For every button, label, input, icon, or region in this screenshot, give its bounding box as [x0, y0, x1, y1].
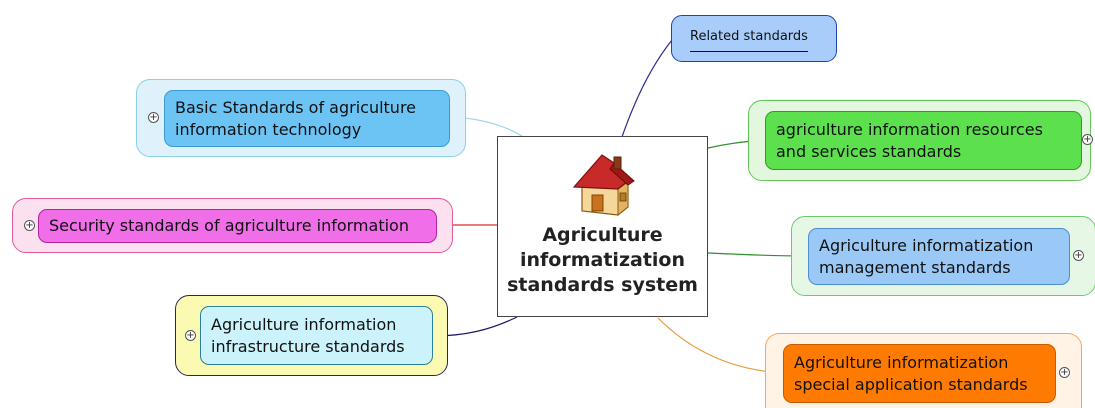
topic-label: Agriculture informatization special appl… — [794, 352, 1028, 394]
topic-label: agriculture information resources and se… — [776, 119, 1043, 161]
expand-toggle-icon[interactable]: + — [1082, 134, 1093, 145]
topic-security-standards[interactable]: Security standards of agriculture inform… — [38, 209, 437, 243]
topic-label: Basic Standards of agriculture informati… — [175, 97, 417, 139]
expand-toggle-icon[interactable]: + — [24, 220, 35, 231]
topic-resources-standards[interactable]: agriculture information resources and se… — [765, 111, 1082, 170]
topic-label: Agriculture information infrastructure s… — [211, 314, 405, 356]
expand-toggle-icon[interactable]: + — [1059, 367, 1070, 378]
house-icon — [572, 154, 635, 217]
topic-label: Related standards — [690, 26, 808, 52]
topic-infrastructure-standards[interactable]: Agriculture information infrastructure s… — [200, 306, 433, 365]
expand-toggle-icon[interactable]: + — [148, 112, 159, 123]
expand-toggle-icon[interactable]: + — [185, 330, 196, 341]
central-topic-title: Agriculture informatization standards sy… — [507, 224, 698, 296]
topic-label: Agriculture informatization management s… — [819, 235, 1034, 277]
central-topic[interactable]: Agriculture informatization standards sy… — [497, 136, 708, 317]
topic-basic-standards[interactable]: Basic Standards of agriculture informati… — [164, 90, 450, 147]
expand-toggle-icon[interactable]: + — [1073, 250, 1084, 261]
topic-label: Security standards of agriculture inform… — [49, 216, 409, 235]
topic-management-standards[interactable]: Agriculture informatization management s… — [808, 228, 1070, 285]
topic-application-standards[interactable]: Agriculture informatization special appl… — [783, 344, 1056, 403]
connector-related — [621, 39, 673, 138]
topic-related-standards[interactable]: Related standards — [671, 15, 837, 62]
